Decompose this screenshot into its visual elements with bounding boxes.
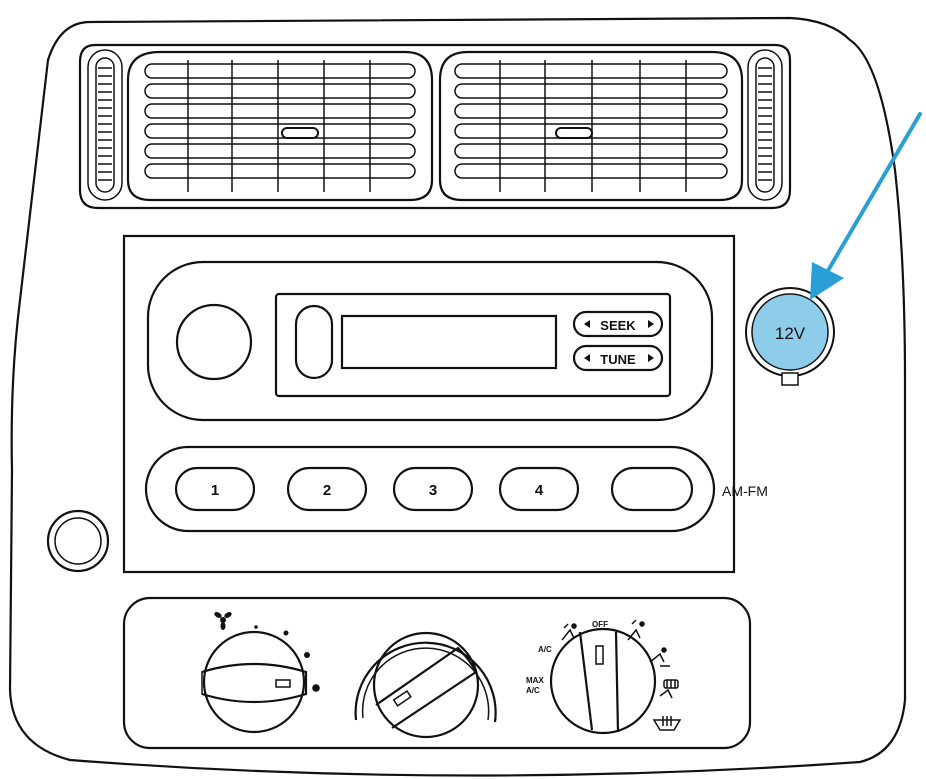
mode-off-label: OFF (592, 620, 608, 629)
seek-button[interactable]: SEEK (572, 310, 664, 338)
radio-display-module (146, 260, 714, 422)
pointer-arrow-icon (810, 112, 922, 300)
preset-label-3: 3 (429, 482, 437, 499)
left-vent-side-slot[interactable] (87, 49, 123, 201)
tune-button[interactable]: TUNE (572, 344, 664, 372)
eject-button[interactable] (294, 304, 334, 380)
preset-button-3[interactable]: 3 (392, 466, 474, 512)
face-vent-ac-icon (561, 623, 577, 641)
preset-label-1: 1 (211, 482, 219, 499)
radio-display-panel (274, 292, 672, 398)
preset-button-1[interactable]: 1 (174, 466, 256, 512)
volume-knob[interactable] (175, 303, 253, 381)
tune-label: TUNE (600, 352, 636, 367)
tune-left-arrow-icon (584, 354, 590, 362)
floor-vent-icon (649, 647, 670, 667)
floor-defrost-icon (659, 679, 679, 699)
mode-max-ac-label: A/C (526, 686, 540, 695)
console-bezel (8, 16, 907, 777)
preset-button-4[interactable]: 4 (498, 466, 580, 512)
radio-unit: SEEK TUNE 1 2 3 4 AM-FM (122, 234, 768, 574)
seek-right-arrow-icon (648, 320, 654, 328)
left-round-button[interactable] (46, 509, 110, 573)
right-vent-adjust-tab[interactable] (555, 127, 593, 139)
preset-label-2: 2 (323, 482, 331, 499)
power-outlet-label: 12V (775, 324, 806, 343)
face-vent-icon (627, 619, 645, 641)
mode-max-label: MAX (526, 676, 544, 685)
mode-ac-label: A/C (538, 645, 552, 654)
am-fm-label: AM-FM (722, 483, 768, 499)
seek-left-arrow-icon (584, 320, 590, 328)
left-vent-adjust-tab[interactable] (281, 127, 319, 139)
am-fm-button[interactable] (610, 466, 694, 512)
power-outlet-highlight (751, 293, 829, 371)
radio-display-screen (340, 314, 558, 370)
preset-button-2[interactable]: 2 (286, 466, 368, 512)
power-outlet-12v[interactable]: 12V (745, 287, 835, 386)
power-outlet-tab (781, 372, 799, 386)
preset-label-4: 4 (535, 482, 544, 499)
climate-control-panel: OFF A/C MAX A/C (122, 596, 752, 750)
fan-speed-dots (254, 625, 320, 692)
temperature-dial[interactable] (354, 631, 497, 739)
seek-label: SEEK (600, 318, 636, 333)
right-vent-side-slot[interactable] (747, 49, 783, 201)
air-mode-dial[interactable] (549, 627, 657, 735)
windshield-defrost-icon (652, 716, 682, 731)
preset-button-strip (144, 445, 716, 533)
tune-right-arrow-icon (648, 354, 654, 362)
left-air-vent[interactable] (126, 50, 434, 202)
fan-speed-dial[interactable] (201, 630, 308, 734)
right-air-vent[interactable] (438, 50, 744, 202)
fan-icon (214, 612, 232, 630)
air-vent-housing (78, 43, 792, 210)
